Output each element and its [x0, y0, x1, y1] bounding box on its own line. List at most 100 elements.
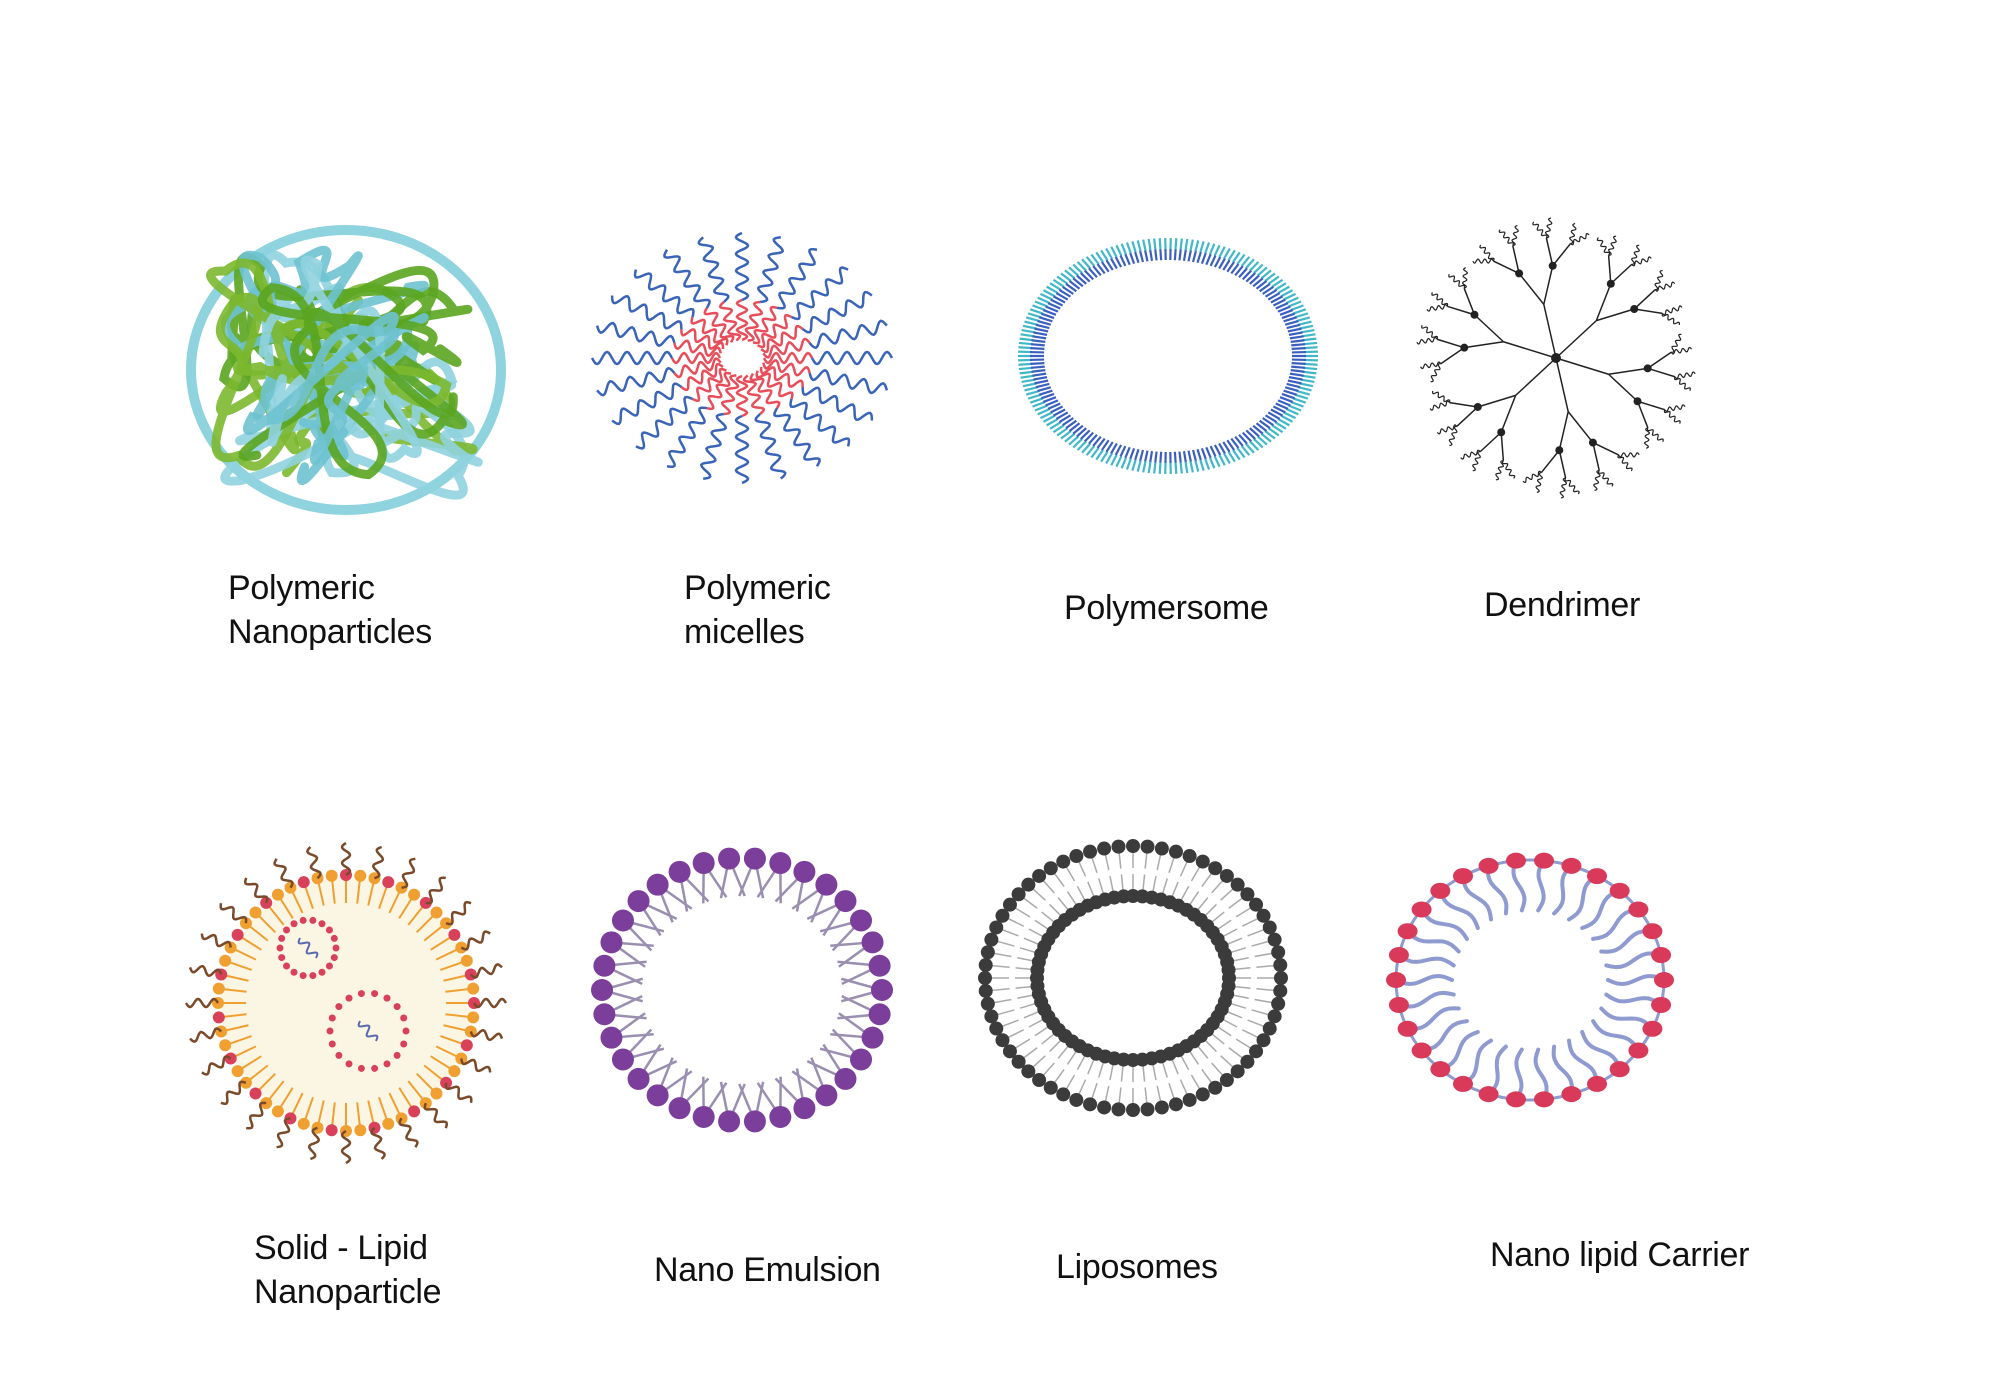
inner-vesicle-head — [335, 1051, 343, 1059]
inner-chain — [1088, 433, 1098, 445]
inner-chain — [1205, 446, 1212, 459]
hydrophobic-chain — [680, 362, 724, 392]
hydrophilic-chain — [633, 269, 695, 318]
polymeric-micelles-illustration — [590, 231, 894, 485]
inner-chain — [1052, 408, 1066, 417]
outer-chain — [1236, 447, 1246, 459]
inner-chain — [1279, 309, 1294, 316]
dendrimer-branch — [1633, 289, 1656, 310]
hydrophobic-chain — [670, 351, 722, 365]
outer-chain — [1068, 266, 1079, 277]
inner-chain — [1290, 369, 1305, 373]
hydrophobic-chain — [718, 301, 742, 342]
outer-chain — [1257, 266, 1268, 277]
hydrophobic-chain — [735, 374, 749, 418]
dendrimer-terminal — [1416, 336, 1438, 345]
peg-chain — [201, 1055, 232, 1076]
inner-chain — [1034, 379, 1049, 385]
outer-chain — [1056, 275, 1069, 285]
inner-chain — [1226, 439, 1235, 451]
peg-chain — [460, 930, 491, 951]
lipid-tail — [1396, 953, 1456, 968]
lipid-head — [382, 1117, 395, 1130]
inner-chain — [1072, 277, 1084, 288]
inner-chain — [1275, 302, 1289, 310]
outer-head — [1195, 1087, 1210, 1102]
outer-chain — [1194, 460, 1200, 472]
hydrophobic-chain — [703, 307, 735, 344]
outer-chain — [1292, 308, 1307, 315]
outer-chain — [1245, 442, 1255, 454]
surfactant-head — [850, 1048, 873, 1071]
outer-chain — [1236, 253, 1246, 265]
outer-chain — [1025, 389, 1040, 396]
surfactant-head — [815, 1084, 838, 1107]
outer-chain — [1267, 275, 1280, 285]
peg-chain — [307, 1126, 321, 1161]
lipid-head — [219, 1039, 232, 1052]
inner-chain — [1275, 402, 1289, 410]
inner-chain — [1213, 256, 1222, 268]
lipid-head — [1534, 1091, 1555, 1108]
lipid-head — [1628, 901, 1649, 918]
peg-chain — [340, 1129, 352, 1165]
dna-cargo — [297, 937, 319, 959]
outer-chain — [1068, 435, 1079, 446]
inner-chain — [1264, 414, 1278, 423]
inner-vesicle-head — [371, 990, 379, 998]
outer-chain — [1218, 454, 1226, 466]
outer-chain — [1049, 421, 1062, 430]
inner-chain — [1241, 431, 1252, 443]
outer-head — [1097, 1100, 1112, 1115]
lipid-head — [448, 1065, 461, 1078]
outer-chain — [1100, 249, 1109, 261]
inner-chain — [1291, 361, 1306, 366]
outer-head — [995, 908, 1010, 923]
lipid-head — [212, 1011, 225, 1024]
inner-chain — [1062, 285, 1074, 295]
inner-chain — [1134, 448, 1140, 461]
dendrimer-terminal — [1461, 267, 1469, 289]
lipid-head — [1642, 923, 1663, 940]
lipid-head — [260, 896, 273, 909]
outer-head — [1140, 839, 1155, 854]
dendrimer-branch — [1479, 431, 1502, 453]
inner-chain — [1058, 289, 1072, 298]
lipid-head — [1587, 1075, 1607, 1092]
inner-chain — [1209, 445, 1217, 457]
inner-chain — [1281, 312, 1296, 320]
lipid-head — [231, 1065, 244, 1078]
outer-chain — [1303, 362, 1318, 366]
outer-chain — [1271, 278, 1284, 288]
lipid-tail — [1514, 1047, 1524, 1102]
lipid-tail — [1552, 863, 1574, 916]
outer-chain — [1297, 320, 1312, 326]
label-liposomes: Liposomes — [1056, 1248, 1218, 1286]
lipid-head — [464, 1025, 477, 1038]
outer-chain — [1189, 239, 1194, 251]
inner-chain — [1241, 269, 1252, 281]
inner-vesicle-head — [371, 1064, 379, 1072]
hydrophilic-chain — [776, 247, 818, 310]
outer-head — [1230, 1064, 1245, 1079]
surfactant-head — [611, 909, 634, 932]
inner-chain — [1222, 259, 1231, 271]
outer-chain — [1120, 457, 1127, 469]
outer-head — [984, 932, 999, 947]
inner-chain — [1234, 265, 1244, 277]
inner-vesicle-head — [290, 920, 298, 928]
inner-chain — [1262, 417, 1274, 427]
outer-chain — [1158, 238, 1162, 250]
inner-chain — [1037, 386, 1052, 393]
inner-chain — [1252, 277, 1264, 288]
dendrimer-branch — [1543, 304, 1557, 359]
lipid-head — [1587, 868, 1607, 885]
hydrophilic-chain — [734, 231, 750, 302]
inner-chain — [1096, 437, 1106, 449]
hydrophilic-chain — [699, 412, 728, 480]
lipid-tail — [1591, 1019, 1641, 1053]
lipid-head — [231, 928, 244, 941]
inner-chain — [1035, 323, 1050, 330]
dendrimer-terminal — [1501, 460, 1516, 479]
outer-chain — [1303, 346, 1318, 350]
